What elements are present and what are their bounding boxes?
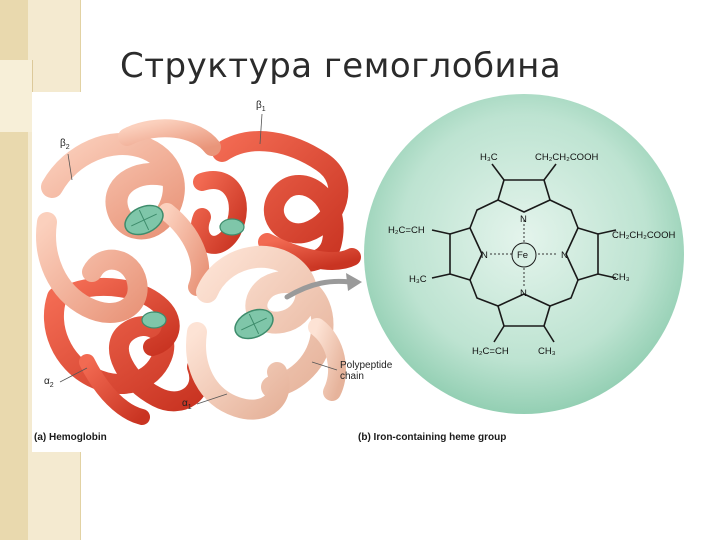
heme-n-left: N: [481, 250, 488, 261]
heme-n-right: N: [561, 250, 568, 261]
heme-n-top: N: [520, 214, 527, 225]
heme-bottom-left-label: H₂C=CH: [472, 346, 509, 357]
alpha1-chain: [196, 257, 337, 410]
heme-left-lower-label: H₃C: [409, 274, 427, 285]
heme-disk-lower: [230, 304, 277, 344]
heme-top-right-label: CH₂CH₂COOH: [535, 152, 598, 163]
heme-n-bottom: N: [520, 288, 527, 299]
hemoglobin-figure: H₃C CH₂CH₂COOH H₂C=CH H₃C CH₂CH₂COOH CH₃…: [32, 92, 700, 452]
slide-title: Структура гемоглобина: [120, 46, 561, 86]
heme-top-left-label: H₃C: [480, 152, 498, 163]
heme-left-upper-label: H₂C=CH: [388, 225, 425, 236]
beta2-label: β2: [60, 138, 70, 151]
heme-bottom-right-label: CH₃: [538, 346, 556, 357]
heme-disk-mid: [220, 219, 244, 235]
alpha2-label: α2: [44, 376, 54, 389]
hemoglobin-illustration: H₃C CH₂CH₂COOH H₂C=CH H₃C CH₂CH₂COOH CH₃…: [32, 92, 700, 452]
beta1-chain: [200, 141, 352, 262]
heme-right-upper-label: CH₂CH₂COOH: [612, 230, 675, 241]
alpha1-label: α1: [182, 398, 192, 411]
polypeptide-chain-label: Polypeptide chain: [340, 360, 392, 382]
caption-b: (b) Iron-containing heme group: [358, 432, 506, 443]
polypeptide-label-line1: Polypeptide: [340, 360, 392, 371]
caption-a: (a) Hemoglobin: [34, 432, 107, 443]
heme-right-lower-label: CH₃: [612, 272, 630, 283]
corner-tab: [0, 60, 33, 132]
heme-fe-center: Fe: [517, 250, 528, 261]
beta1-label: β1: [256, 100, 266, 113]
heme-disk-left: [142, 312, 166, 328]
polypeptide-label-line2: chain: [340, 371, 392, 382]
